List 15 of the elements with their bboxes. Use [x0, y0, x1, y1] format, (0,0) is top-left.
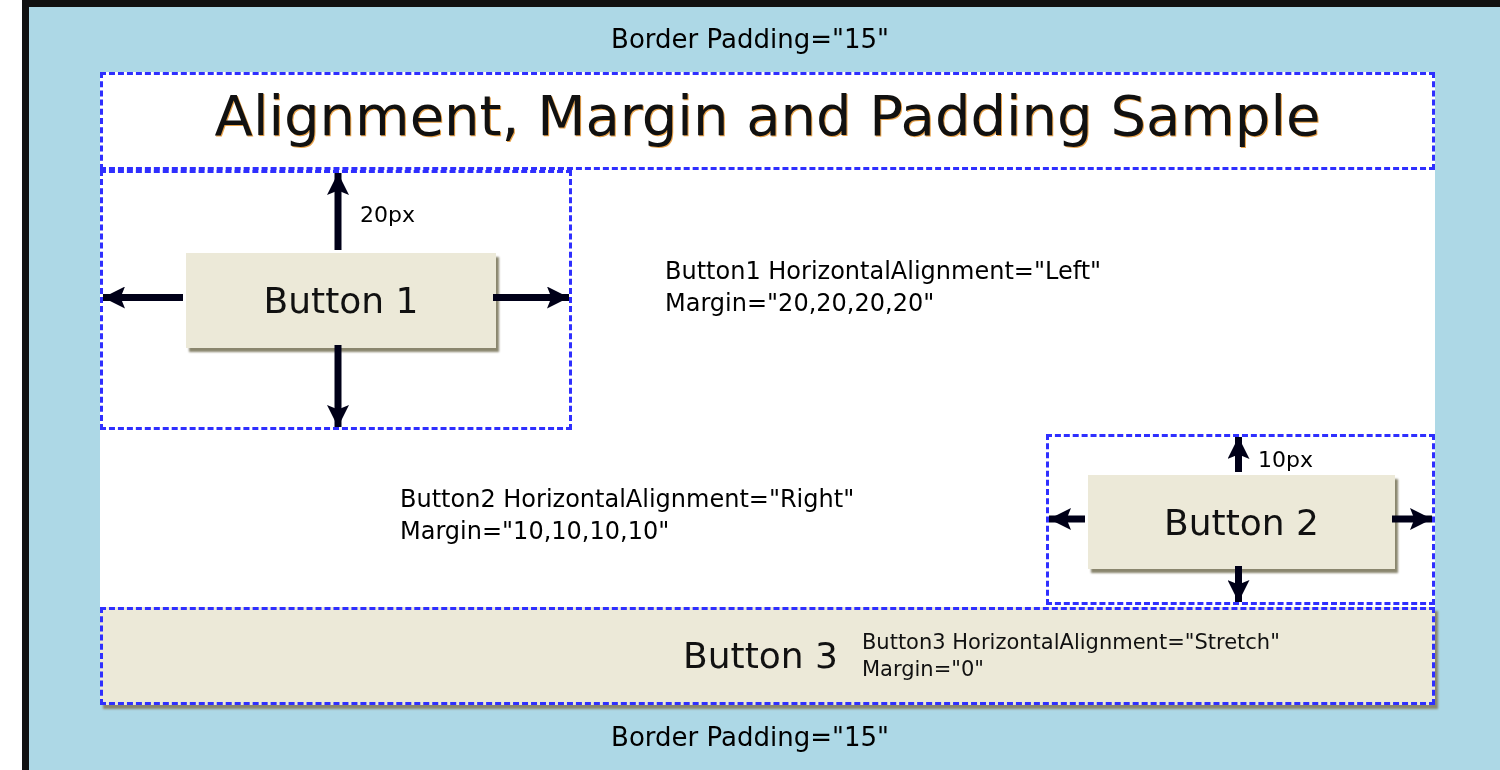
annotation-text: Button1 HorizontalAlignment="Left" Margin="20,20,20,20" [665, 256, 1103, 320]
annotation-text: Button3 HorizontalAlignment="Stretch" Margin="0" [861, 628, 1281, 683]
button: Button 2 [1088, 475, 1395, 569]
dimension-label: 10px [1258, 446, 1314, 474]
dimension-label: 20px [360, 201, 416, 229]
title-cell [100, 72, 1435, 170]
layout-cell [1046, 434, 1435, 605]
title-text: Alignment, Margin and Padding Sample [213, 83, 1322, 148]
button-label: Button 3 [683, 633, 838, 678]
layout-cell [100, 170, 572, 430]
button: Button 1 [186, 253, 496, 348]
annotation-text: Button2 HorizontalAlignment="Right" Margin="10,10,10,10" [400, 484, 856, 548]
caption-text: Border Padding="15" [610, 721, 890, 754]
caption-text: Border Padding="15" [610, 23, 890, 56]
button [100, 607, 1435, 705]
